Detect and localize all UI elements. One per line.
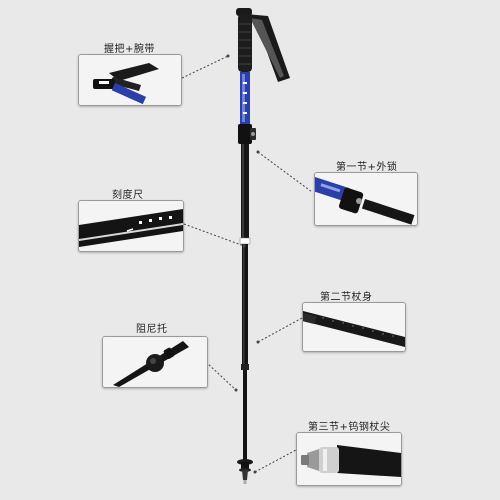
panel-lock: [314, 172, 418, 226]
label-section2: 第二节杖身: [320, 292, 373, 303]
outer-lock-clamp-icon: [315, 173, 417, 225]
pole-shaft-section-icon: [303, 303, 405, 351]
panel-grip: [78, 54, 182, 106]
panel-section2: [302, 302, 406, 352]
pole-grip-wrist-strap-icon: [79, 55, 181, 105]
label-scale: 刻度尺: [112, 190, 144, 201]
label-tip: 第三节+钨钢杖尖: [308, 422, 391, 433]
panel-tip: [296, 432, 402, 486]
tungsten-steel-tip-icon: [297, 433, 401, 485]
length-scale-icon: [79, 201, 183, 251]
panel-scale: [78, 200, 184, 252]
damper-disc-icon: [103, 337, 207, 387]
panel-damper: [102, 336, 208, 388]
label-lock: 第一节+外锁: [336, 162, 398, 173]
label-grip: 握把+腕带: [104, 44, 155, 55]
label-damper: 阻尼托: [136, 324, 168, 335]
